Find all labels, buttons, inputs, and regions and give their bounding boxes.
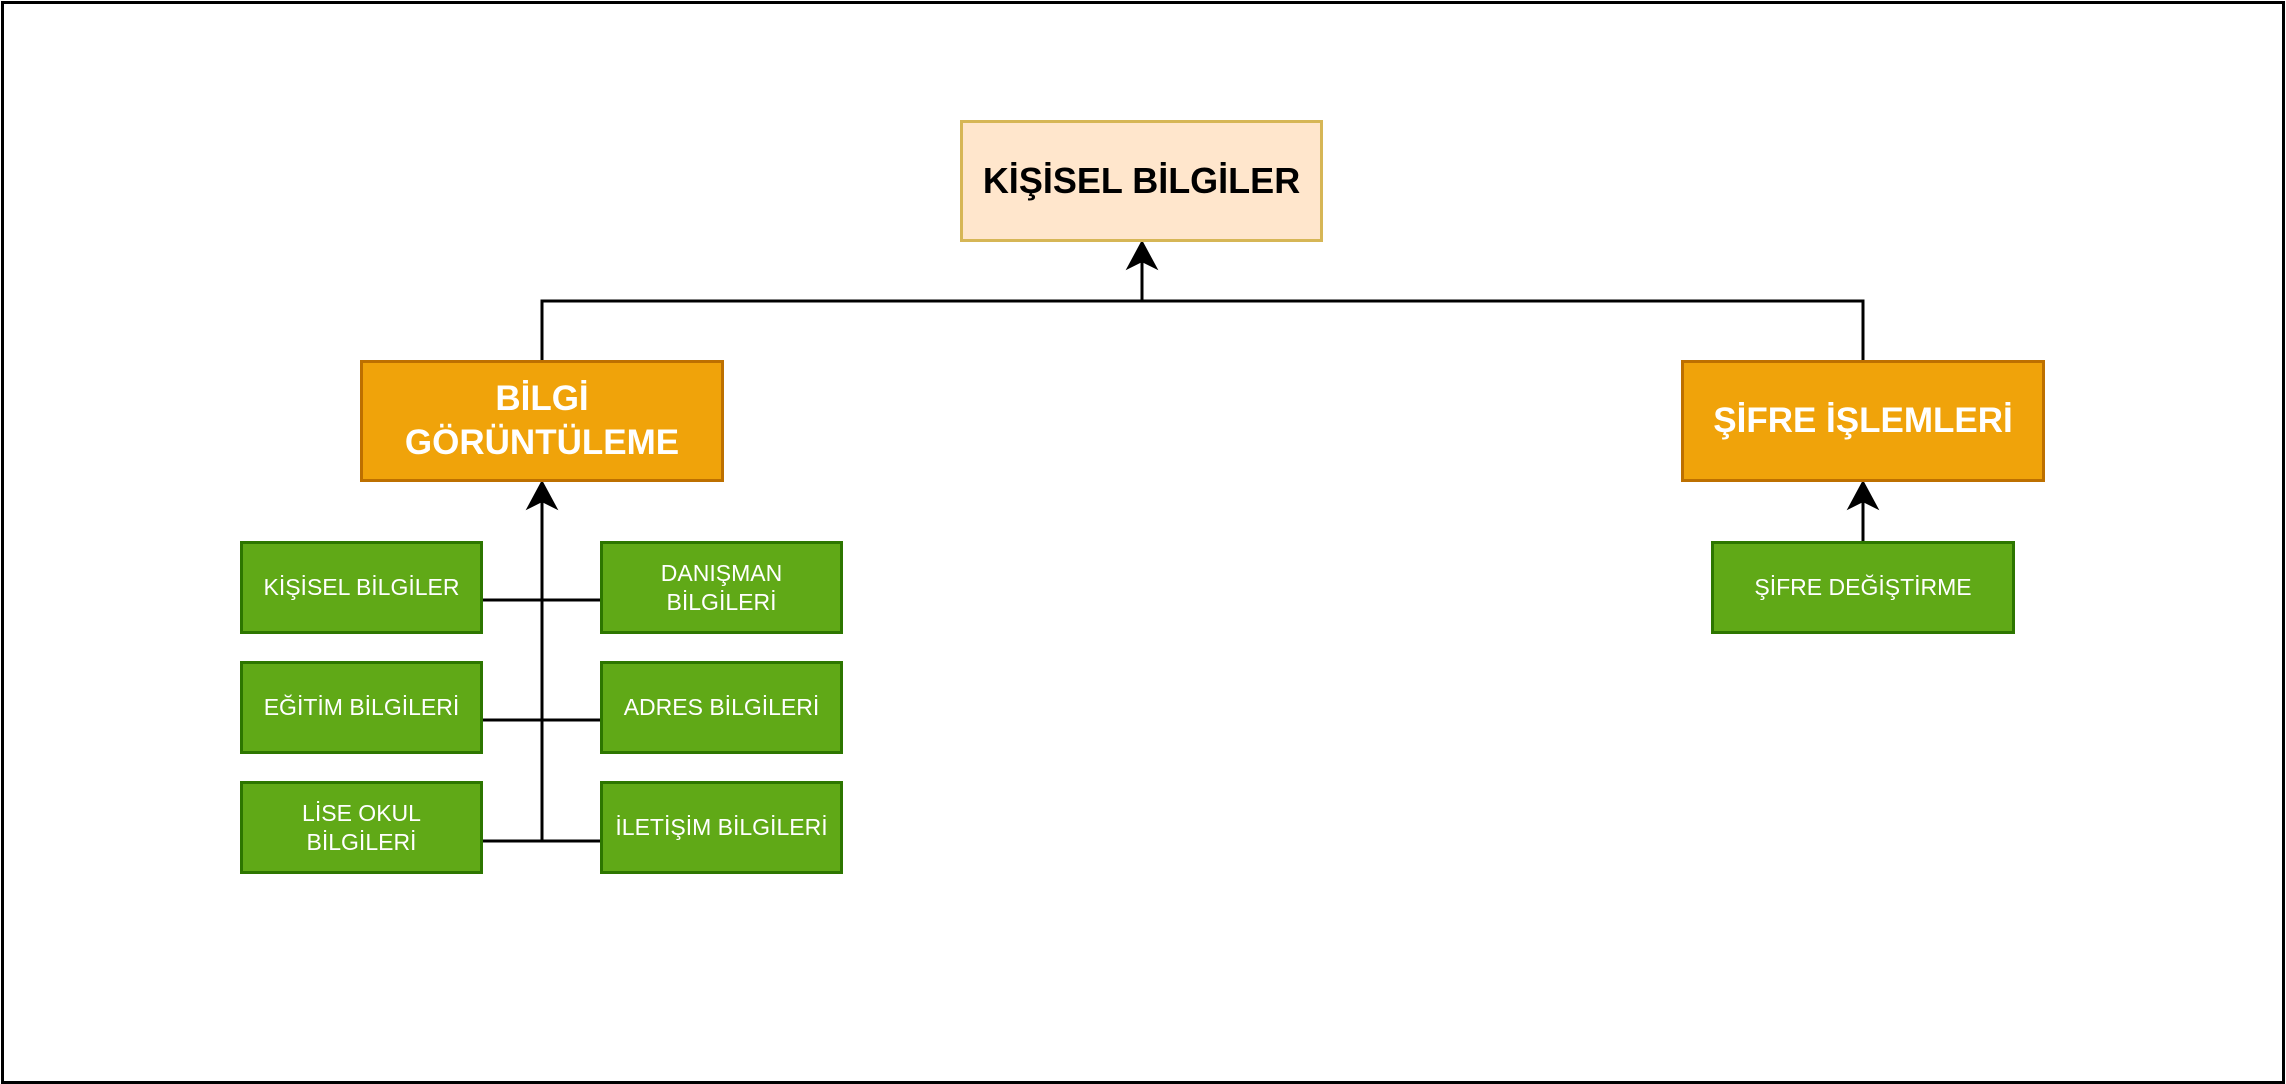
arrowhead-password-ops: [1846, 479, 1880, 511]
leaf-node-advisor-info[interactable]: DANIŞMAN BİLGİLERİ: [600, 541, 843, 634]
leaf-node-change-password[interactable]: ŞİFRE DEĞİŞTİRME: [1711, 541, 2015, 634]
arrowhead-root: [1125, 239, 1159, 271]
leaf-node-high-school-info[interactable]: LİSE OKUL BİLGİLERİ: [240, 781, 483, 874]
category-node-password-ops[interactable]: ŞİFRE İŞLEMLERİ: [1681, 360, 2045, 482]
leaf-node-personal-info[interactable]: KİŞİSEL BİLGİLER: [240, 541, 483, 634]
connector-root-bus: [540, 299, 1865, 360]
leaf-node-contact-info[interactable]: İLETİŞİM BİLGİLERİ: [600, 781, 843, 874]
category-node-info-view[interactable]: BİLGİ GÖRÜNTÜLEME: [360, 360, 724, 482]
root-node-personal-info[interactable]: KİŞİSEL BİLGİLER: [960, 120, 1323, 242]
arrowhead-info-view: [525, 479, 559, 511]
leaf-node-address-info[interactable]: ADRES BİLGİLERİ: [600, 661, 843, 754]
leaf-node-education-info[interactable]: EĞİTİM BİLGİLERİ: [240, 661, 483, 754]
